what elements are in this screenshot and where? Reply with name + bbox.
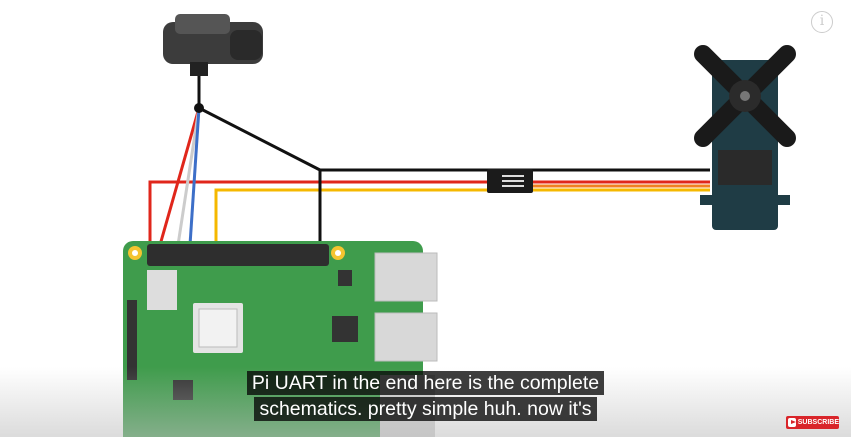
wire-yellow-servo — [214, 188, 710, 245]
servo-motor — [694, 45, 796, 230]
wire-black-sensor — [198, 106, 321, 172]
lidar-sensor — [163, 14, 263, 76]
info-icon[interactable]: i — [811, 11, 833, 33]
servo-connector — [487, 169, 533, 193]
wire-red-sensor — [158, 107, 201, 246]
subscribe-label: SUBSCRIBE — [797, 419, 839, 426]
caption-line-2: schematics. pretty simple huh. now it's — [0, 397, 851, 422]
wire-blue-sensor — [188, 107, 201, 246]
caption-line-1: Pi UART in the end here is the complete — [0, 371, 851, 396]
wires — [148, 70, 710, 246]
subscribe-button[interactable]: SUBSCRIBE — [786, 416, 839, 429]
wire-junction — [194, 103, 204, 113]
wire-white-sensor — [176, 107, 201, 246]
caption-text-2: schematics. pretty simple huh. now it's — [254, 397, 597, 421]
youtube-play-icon — [788, 418, 796, 427]
caption-text-1: Pi UART in the end here is the complete — [246, 371, 605, 395]
